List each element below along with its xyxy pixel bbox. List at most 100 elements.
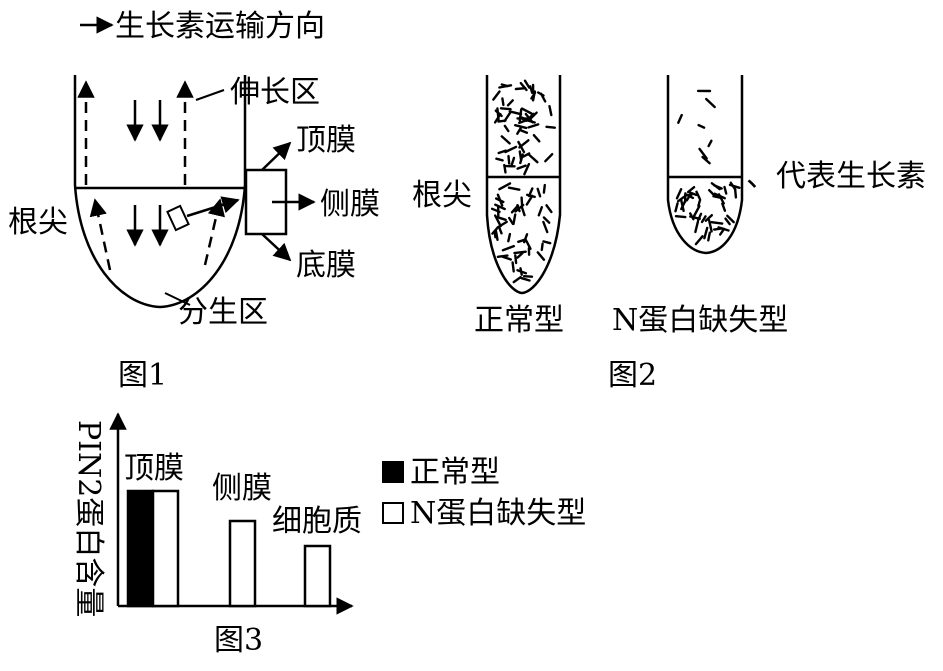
auxin-speck	[496, 215, 507, 222]
basal-arrow	[261, 233, 292, 262]
auxin-speck-legend-label: 、代表生长素	[746, 159, 926, 194]
meristem-leader-line	[164, 292, 191, 306]
auxin-speck	[497, 149, 507, 155]
diagonal-arrow-right	[203, 198, 225, 266]
diagonal-arrow-left	[89, 198, 112, 271]
auxin-speck	[733, 187, 738, 199]
auxin-speck	[512, 276, 522, 284]
auxin-speck	[704, 213, 713, 222]
auxin-speck	[527, 187, 534, 198]
auxin-speck	[700, 215, 707, 224]
auxin-speck	[494, 214, 502, 228]
auxin-speck	[520, 277, 531, 282]
auxin-speck	[492, 90, 501, 101]
auxin-speck	[719, 227, 726, 236]
auxin-speck	[697, 123, 706, 129]
auxin-speck	[712, 194, 722, 199]
auxin-speck	[694, 220, 700, 234]
auxin-speck	[501, 255, 512, 261]
auxin-speck	[542, 216, 551, 224]
auxin-speck	[536, 187, 542, 198]
elongation-leader-line	[195, 89, 225, 101]
bar-mutant-2	[303, 544, 332, 608]
auxin-speck	[520, 196, 524, 207]
auxin-speck	[542, 240, 552, 245]
figure-2-caption: 图2	[608, 358, 657, 393]
root-tip-label-fig1: 根尖	[8, 205, 68, 240]
category-label-2: 细胞质	[272, 504, 362, 539]
auxin-speck	[503, 111, 512, 123]
normal-type-label: 正常型	[474, 303, 564, 338]
transport-direction-legend: 生长素运输方向	[80, 9, 325, 44]
auxin-speck	[501, 244, 515, 252]
auxin-speck	[686, 185, 696, 194]
auxin-speck	[503, 163, 507, 174]
legend-mutant-swatch	[382, 502, 404, 524]
figure-3-caption: 图3	[214, 623, 263, 658]
auxin-speck	[726, 214, 735, 224]
auxin-speck	[514, 86, 527, 91]
auxin-speck	[728, 183, 741, 190]
auxin-speck	[723, 185, 728, 195]
auxin-speck	[507, 154, 511, 165]
legend-transport-text: 生长素运输方向	[115, 9, 325, 44]
auxin-speck	[514, 254, 518, 265]
auxin-speck	[680, 198, 687, 211]
auxin-speck	[521, 152, 531, 158]
auxin-speck	[536, 251, 546, 261]
auxin-speck	[675, 187, 683, 200]
auxin-speck	[713, 192, 726, 200]
auxin-speck	[530, 91, 537, 100]
auxin-speck	[510, 156, 516, 168]
auxin-speck	[523, 162, 531, 176]
auxin-speck	[707, 139, 713, 148]
auxin-speck	[498, 182, 512, 191]
auxin-speck	[707, 231, 711, 242]
auxin-speck	[528, 153, 539, 164]
auxin-speck	[540, 92, 547, 103]
auxin-speck	[495, 157, 504, 162]
auxin-speck	[529, 85, 534, 95]
figure-1-caption: 图1	[118, 358, 167, 393]
auxin-speck	[497, 225, 503, 235]
auxin-speck	[523, 79, 531, 89]
basal-membrane-label: 底膜	[296, 248, 356, 283]
auxin-speck	[516, 251, 524, 259]
bar-mutant-0	[151, 489, 180, 608]
auxin-speck	[500, 135, 511, 145]
auxin-speck	[674, 202, 679, 213]
auxin-speck	[504, 145, 518, 154]
auxin-speck	[548, 104, 553, 117]
root-tip-outline	[73, 75, 247, 309]
auxin-speck	[724, 217, 731, 226]
auxin-speck	[503, 124, 510, 133]
auxin-speck	[537, 206, 543, 217]
auxin-speck	[697, 198, 702, 207]
auxin-speck	[701, 155, 711, 165]
auxin-speck	[545, 204, 553, 214]
auxin-speck	[516, 125, 523, 135]
y-axis-label: PIN2蛋白含量	[71, 420, 106, 617]
auxin-speck	[506, 99, 514, 107]
auxin-speck	[710, 182, 721, 191]
auxin-speck	[703, 226, 709, 240]
auxin-speck	[508, 110, 523, 116]
auxin-speck	[524, 238, 532, 251]
auxin-speck	[527, 111, 538, 122]
auxin-speck	[516, 269, 528, 275]
category-label-0: 顶膜	[124, 451, 184, 486]
normal-root-outline	[485, 75, 562, 295]
auxin-speck	[705, 97, 716, 109]
auxin-speck	[721, 202, 727, 212]
auxin-speck	[540, 242, 544, 252]
auxin-speck	[692, 204, 701, 218]
root-tip-label-fig2: 根尖	[412, 178, 472, 213]
auxin-speck	[510, 204, 520, 214]
auxin-speck	[511, 261, 515, 273]
auxin-speck	[518, 139, 530, 149]
zoom-arrow	[186, 196, 240, 218]
auxin-speck	[710, 220, 724, 225]
